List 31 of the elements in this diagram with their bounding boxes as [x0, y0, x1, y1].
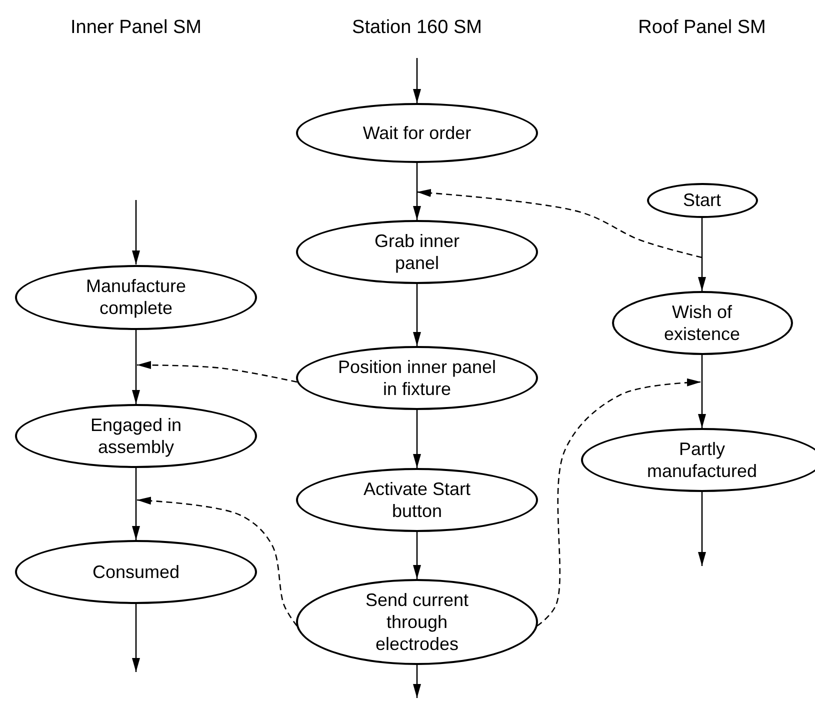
- arrow: [132, 468, 140, 540]
- arrow: [698, 355, 706, 428]
- dashed-arrow: [416, 189, 702, 258]
- arrow: [413, 410, 421, 468]
- arrow: [413, 163, 421, 220]
- arrow: [413, 58, 421, 103]
- dashed-arrow: [136, 496, 298, 626]
- state-label: Consumed: [92, 561, 180, 583]
- arrow: [132, 200, 140, 264]
- state-label: Engaged in assembly: [89, 414, 183, 458]
- arrow: [698, 492, 706, 566]
- column-heading: Station 160 SM: [352, 17, 482, 39]
- column-heading: Roof Panel SM: [638, 17, 766, 39]
- arrow: [132, 330, 140, 404]
- state-label: Position inner panel in fixture: [336, 356, 498, 400]
- state-label: Activate Start button: [362, 478, 472, 522]
- state-label: Grab inner panel: [373, 230, 461, 274]
- state-label: Start: [682, 189, 721, 211]
- dashed-arrow: [536, 378, 702, 627]
- state-label: Wait for order: [362, 122, 472, 144]
- state-label: Manufacture complete: [84, 275, 188, 319]
- arrow: [413, 532, 421, 579]
- state-label: Partly manufactured: [646, 438, 758, 482]
- state-label: Wish of existence: [662, 301, 742, 345]
- arrow: [698, 218, 706, 291]
- arrow: [132, 604, 140, 672]
- dashed-arrow: [137, 361, 298, 383]
- arrow: [413, 284, 421, 346]
- state-label: Send current through electrodes: [364, 589, 470, 655]
- column-heading: Inner Panel SM: [70, 17, 202, 39]
- arrow: [413, 665, 421, 698]
